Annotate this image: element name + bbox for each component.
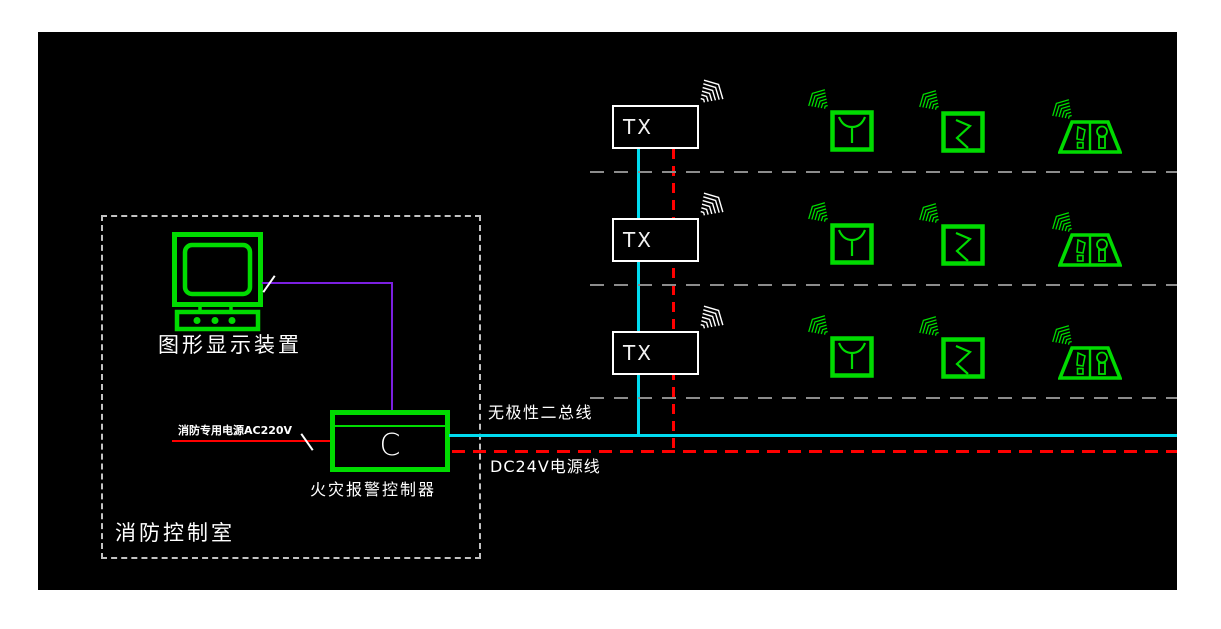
floor-row-2: TX xyxy=(38,189,1177,301)
tx-repeater-box: TX xyxy=(612,105,699,149)
controller-panel-divider xyxy=(335,425,445,427)
signal-riser-wire xyxy=(637,149,640,436)
floor-separator-line xyxy=(590,397,1177,399)
fire-control-room-outline xyxy=(101,215,481,559)
display-link-wire-horizontal xyxy=(262,282,392,284)
wireless-detector-y-icon xyxy=(830,110,874,152)
graphic-display-label: 图形显示装置 xyxy=(158,333,302,357)
wireless-signal-icon xyxy=(808,89,829,110)
fire-control-room-label: 消防控制室 xyxy=(115,521,235,545)
floor-row-1: TX xyxy=(38,76,1177,188)
wireless-signal-icon xyxy=(919,90,940,111)
tx-label: TX xyxy=(623,341,653,365)
dc-power-bus-line xyxy=(452,450,1177,453)
wireless-signal-icon xyxy=(1052,99,1073,120)
wireless-detector-zigzag-icon xyxy=(941,111,985,153)
floor-row-3: TX xyxy=(38,302,1177,414)
tx-repeater-box: TX xyxy=(612,218,699,262)
wireless-detector-zigzag-icon xyxy=(941,224,985,266)
wireless-signal-icon xyxy=(1052,325,1073,346)
tx-label: TX xyxy=(623,228,653,252)
wireless-detector-zigzag-icon xyxy=(941,337,985,379)
controller-symbol: C xyxy=(379,427,401,463)
ac-power-wire xyxy=(172,440,330,442)
signal-bus-line xyxy=(449,434,1177,437)
signal-bus-label: 无极性二总线 xyxy=(488,403,594,422)
tx-label: TX xyxy=(623,115,653,139)
dc-power-bus-label: DC24V电源线 xyxy=(490,457,601,476)
wireless-signal-icon xyxy=(1052,212,1073,233)
drawing-canvas: 图形显示装置 消防专用电源AC220V C 火灾报警控制器 消防控制室 无极性二… xyxy=(38,32,1177,590)
floor-separator-line xyxy=(590,171,1177,173)
fire-alarm-controller-box: C xyxy=(330,410,450,472)
wireless-signal-icon xyxy=(808,202,829,223)
floor-separator-line xyxy=(590,284,1177,286)
wireless-signal-icon xyxy=(919,203,940,224)
dc-power-riser-wire xyxy=(672,149,675,451)
wireless-detector-y-icon xyxy=(830,336,874,378)
sounder-strobe-alarm-icon xyxy=(1058,346,1122,380)
sounder-strobe-alarm-icon xyxy=(1058,120,1122,154)
ac-power-label: 消防专用电源AC220V xyxy=(178,424,293,437)
sounder-strobe-alarm-icon xyxy=(1058,233,1122,267)
wireless-signal-icon xyxy=(919,316,940,337)
wireless-signal-icon xyxy=(700,192,724,216)
wireless-signal-icon xyxy=(808,315,829,336)
display-link-wire-vertical xyxy=(391,282,393,410)
tx-repeater-box: TX xyxy=(612,331,699,375)
wireless-signal-icon xyxy=(700,79,724,103)
fire-alarm-controller-label: 火灾报警控制器 xyxy=(310,480,437,499)
graphic-display-monitor-icon xyxy=(172,232,263,332)
wireless-detector-y-icon xyxy=(830,223,874,265)
wireless-signal-icon xyxy=(700,305,724,329)
